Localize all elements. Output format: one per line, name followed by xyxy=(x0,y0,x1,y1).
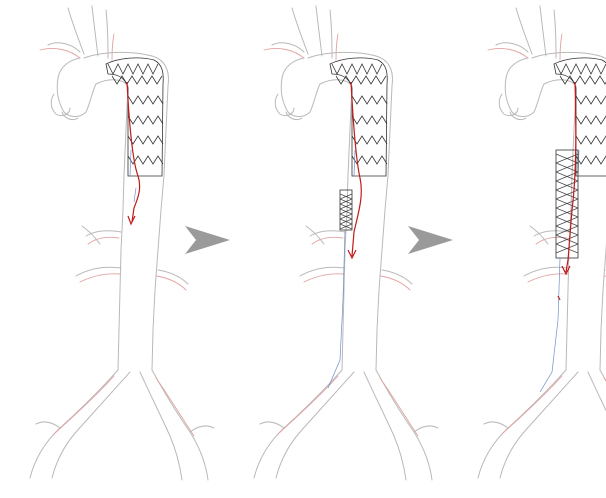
right-arrow-icon xyxy=(408,226,453,254)
panel-step-3 xyxy=(478,6,606,480)
aorta-outline xyxy=(30,6,214,480)
stent-graft xyxy=(554,58,606,176)
guidewire-tip-icon xyxy=(128,216,135,224)
panel-step-1 xyxy=(30,6,214,480)
stent-graft xyxy=(330,58,387,176)
guidewire xyxy=(351,82,361,256)
stent-graft xyxy=(106,58,163,176)
right-arrow-icon xyxy=(185,226,230,254)
aorta-outline xyxy=(478,6,606,480)
aorta-outline xyxy=(254,6,438,480)
delivery-catheter xyxy=(540,258,560,392)
catheter-segment xyxy=(134,188,136,202)
panel-step-2 xyxy=(254,6,438,480)
